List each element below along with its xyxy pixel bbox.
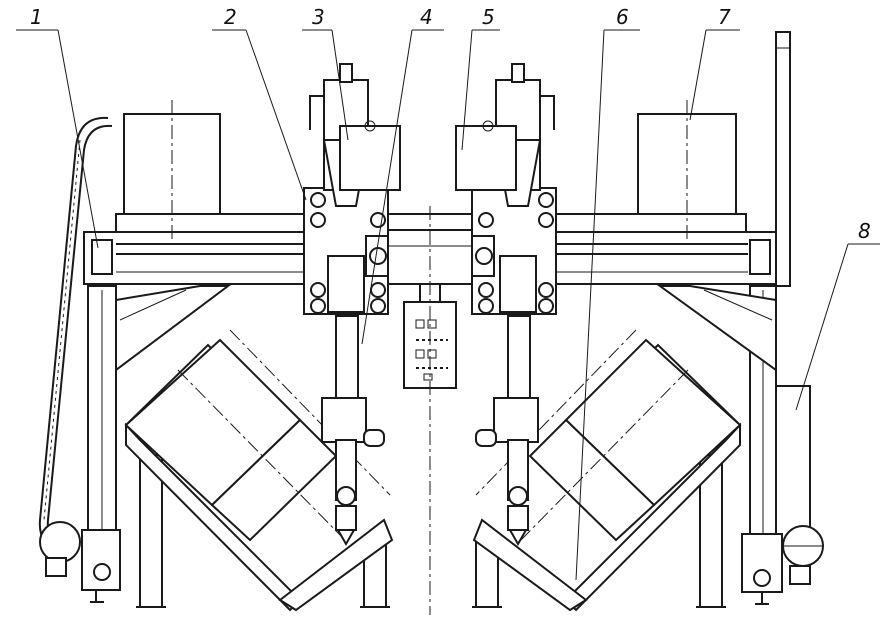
v-fixture-right	[472, 329, 742, 612]
welding-head-left	[303, 63, 419, 547]
right-wheel	[741, 533, 811, 605]
wire-drum-right	[637, 100, 737, 240]
callout-3: 3	[312, 5, 325, 29]
right-mast	[775, 31, 791, 287]
callout-5: 5	[482, 5, 495, 29]
callouts: 1 2 3 4 5 6 7 8	[30, 5, 871, 243]
callout-7: 7	[718, 5, 731, 29]
left-wheel	[39, 521, 121, 603]
leader-lines	[16, 29, 880, 581]
callout-4: 4	[420, 5, 433, 29]
wire-drum-left	[123, 100, 221, 240]
callout-2: 2	[224, 5, 237, 29]
callout-1: 1	[30, 5, 43, 29]
control-cabinet	[775, 385, 824, 567]
welding-head-right	[445, 63, 557, 547]
v-fixture-left	[124, 329, 394, 612]
callout-6: 6	[616, 5, 629, 29]
diagonal-braces	[115, 285, 777, 372]
callout-8: 8	[858, 219, 871, 243]
